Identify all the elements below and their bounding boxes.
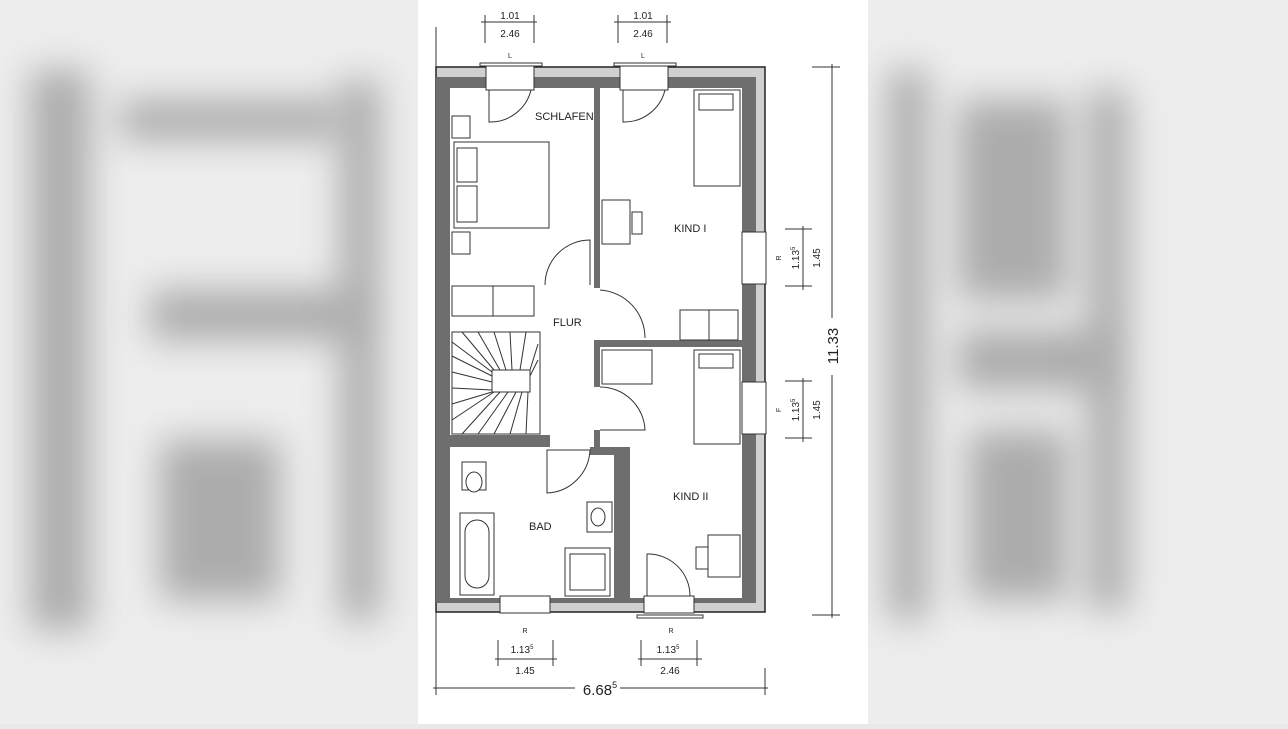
furniture — [451, 89, 741, 597]
right-window-1-width-value: 1.13 — [791, 250, 802, 270]
room-label-schlafen: SCHLAFEN — [535, 111, 594, 123]
right-window-2-height: 1.45 — [812, 400, 823, 420]
top-window-2-width: 1.01 — [633, 11, 653, 22]
bottom-window-2-width-sup: 5 — [676, 645, 680, 651]
bottom-window-2-width-value: 1.13 — [657, 645, 677, 656]
right-window-2-width: 1.135 — [791, 398, 802, 421]
blurred-background-right — [868, 0, 1288, 724]
bottom-window-2-tag: R — [668, 628, 673, 635]
room-label-kind-1: KIND I — [674, 223, 706, 235]
openings — [479, 62, 767, 619]
right-window-dimensions — [785, 226, 812, 442]
overall-width-sup: 5 — [612, 680, 617, 690]
right-window-1-width: 1.135 — [791, 246, 802, 269]
bottom-window-2-height: 2.46 — [660, 666, 680, 677]
top-window-2-height: 2.46 — [633, 29, 653, 40]
floor-plan-panel: SCHLAFEN KIND I KIND II FLUR BAD 1.01 2.… — [418, 0, 868, 724]
right-window-2-width-value: 1.13 — [791, 402, 802, 422]
bottom-window-dimensions — [495, 640, 702, 666]
room-label-kind-2: KIND II — [673, 491, 708, 503]
blurred-background-left — [0, 0, 418, 724]
staircase — [451, 331, 541, 435]
room-label-flur: FLUR — [553, 317, 582, 329]
overall-width: 6.685 — [583, 680, 617, 699]
top-window-1-width: 1.01 — [500, 11, 520, 22]
overall-height: 11.33 — [825, 328, 842, 364]
right-window-1-width-sup: 5 — [791, 246, 797, 250]
right-window-2-tag: F — [776, 408, 783, 412]
overall-width-dimension — [433, 612, 768, 695]
right-window-1-height: 1.45 — [812, 248, 823, 268]
top-window-dimension-1 — [435, 15, 537, 67]
top-window-dimension-2 — [614, 15, 671, 43]
room-label-bad: BAD — [529, 521, 552, 533]
floor-plan: SCHLAFEN KIND I KIND II FLUR BAD 1.01 2.… — [433, 11, 842, 699]
door-swings — [488, 89, 691, 597]
bottom-window-2-width: 1.135 — [657, 645, 680, 656]
bottom-window-1-width-sup: 5 — [530, 645, 534, 651]
right-window-1-tag: R — [776, 255, 783, 260]
bottom-window-1-height: 1.45 — [515, 666, 535, 677]
overall-width-value: 6.68 — [583, 682, 612, 699]
bottom-window-1-width: 1.135 — [511, 645, 534, 656]
overall-height-dimension — [812, 64, 840, 618]
top-window-1-height: 2.46 — [500, 29, 520, 40]
bottom-window-1-tag: R — [522, 628, 527, 635]
bottom-window-1-width-value: 1.13 — [511, 645, 531, 656]
right-window-2-width-sup: 5 — [791, 398, 797, 402]
top-window-2-tag: L — [641, 53, 645, 60]
interior-walls — [450, 88, 742, 598]
top-window-1-tag: L — [508, 53, 512, 60]
